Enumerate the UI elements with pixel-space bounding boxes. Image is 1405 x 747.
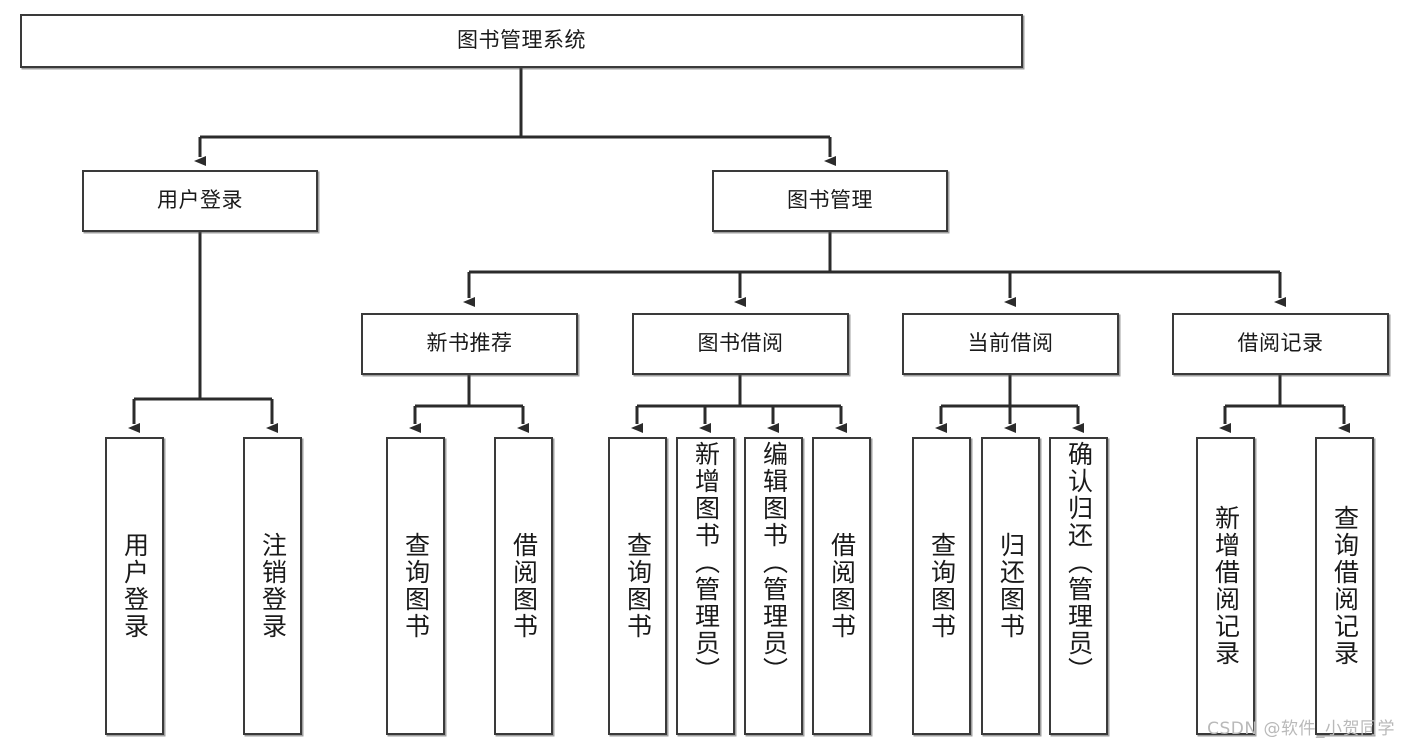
leaf-current-borrow-return[interactable]: 归还图书: [981, 437, 1040, 735]
node-label: 查询图书: [401, 532, 431, 640]
node-label: 借阅图书: [509, 532, 539, 640]
node-label: 编辑图书（管理员）: [759, 441, 789, 684]
leaf-user-login-login[interactable]: 用户登录: [105, 437, 164, 735]
leaf-new-book-borrow[interactable]: 借阅图书: [494, 437, 553, 735]
node-label: 查询图书: [623, 532, 653, 640]
node-root-system[interactable]: 图书管理系统: [20, 14, 1023, 68]
leaf-borrow-record-query[interactable]: 查询借阅记录: [1315, 437, 1374, 735]
node-user-login[interactable]: 用户登录: [82, 170, 318, 232]
node-current-borrow[interactable]: 当前借阅: [902, 313, 1119, 375]
node-borrow-record[interactable]: 借阅记录: [1172, 313, 1389, 375]
node-label: 借阅记录: [1237, 331, 1324, 356]
leaf-new-book-query[interactable]: 查询图书: [386, 437, 445, 735]
leaf-book-borrow-borrow[interactable]: 借阅图书: [812, 437, 871, 735]
node-label: 图书借阅: [697, 331, 784, 356]
node-label: 用户登录: [157, 188, 243, 213]
leaf-book-borrow-query[interactable]: 查询图书: [608, 437, 667, 735]
leaf-current-borrow-confirm-return[interactable]: 确认归还（管理员）: [1049, 437, 1108, 735]
node-label: 图书管理系统: [457, 28, 586, 53]
node-label: 借阅图书: [827, 532, 857, 640]
leaf-user-login-logout[interactable]: 注销登录: [243, 437, 302, 735]
node-label: 新增借阅记录: [1211, 505, 1241, 667]
node-label: 用户登录: [120, 532, 150, 640]
leaf-book-borrow-add[interactable]: 新增图书（管理员）: [676, 437, 735, 735]
node-label: 查询图书: [927, 532, 957, 640]
node-label: 查询借阅记录: [1330, 505, 1360, 667]
node-book-management[interactable]: 图书管理: [712, 170, 948, 232]
node-label: 新增图书（管理员）: [691, 441, 721, 684]
leaf-current-borrow-query[interactable]: 查询图书: [912, 437, 971, 735]
node-new-book-recommend[interactable]: 新书推荐: [361, 313, 578, 375]
node-label: 注销登录: [258, 532, 288, 640]
node-label: 图书管理: [787, 188, 873, 213]
node-label: 确认归还（管理员）: [1064, 441, 1094, 684]
leaf-borrow-record-add[interactable]: 新增借阅记录: [1196, 437, 1255, 735]
node-label: 归还图书: [996, 532, 1026, 640]
leaf-book-borrow-edit[interactable]: 编辑图书（管理员）: [744, 437, 803, 735]
node-book-borrow[interactable]: 图书借阅: [632, 313, 849, 375]
node-label: 新书推荐: [426, 331, 513, 356]
node-label: 当前借阅: [967, 331, 1054, 356]
